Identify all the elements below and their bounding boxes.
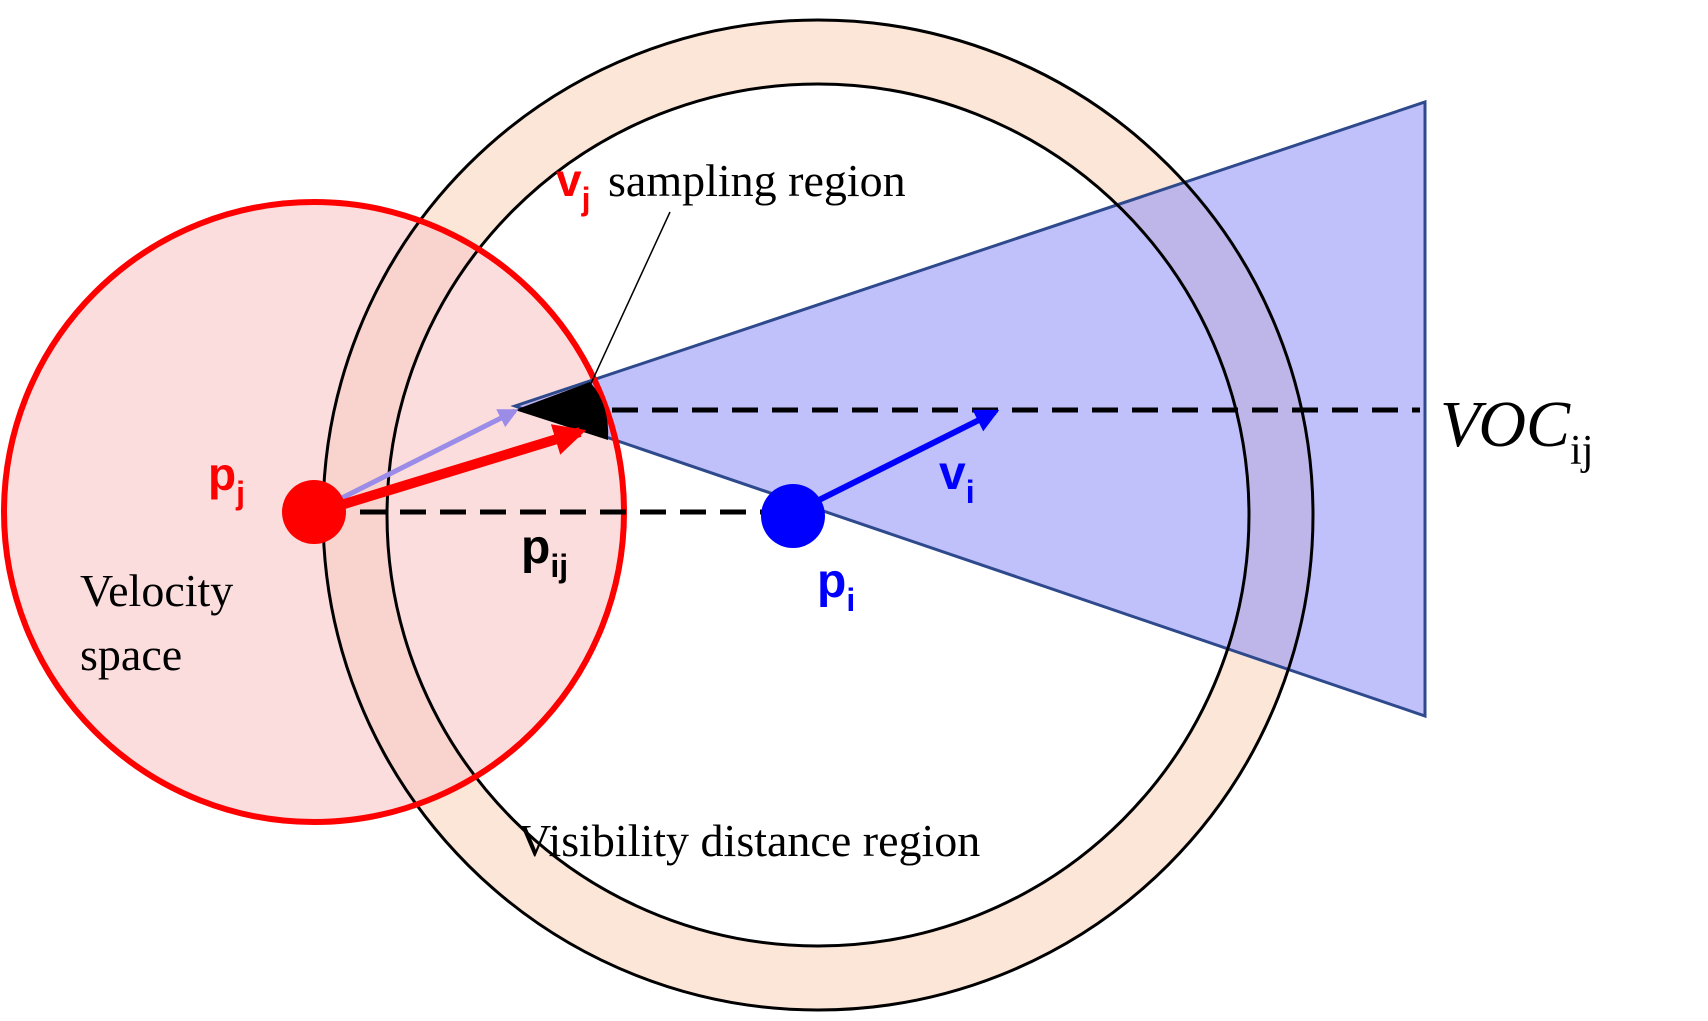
vj-label: vj: [556, 154, 590, 217]
vi-arrow: [793, 409, 1000, 515]
pi-label: pi: [817, 555, 855, 618]
sampling-region-leader-line: [587, 211, 671, 391]
visibility-ring-inner: [385, 82, 1251, 948]
visibility-region-label: Visibility distance region: [518, 815, 980, 866]
pj-label: pj: [208, 448, 245, 511]
sampling-region-label: sampling region: [608, 155, 906, 206]
pij-label: pij: [521, 521, 568, 584]
velocity-space-label-line2: space: [80, 629, 182, 680]
agent-j-position: [282, 480, 346, 544]
voc-label: VOCij: [1440, 388, 1593, 474]
voc-cone: [510, 99, 1427, 719]
vi-label: vi: [939, 447, 975, 510]
velocity-space-label-line1: Velocity: [80, 565, 233, 616]
vj-arrow: [316, 424, 587, 517]
vj-candidate-arrow: [316, 408, 519, 513]
agent-i-position: [761, 484, 825, 548]
